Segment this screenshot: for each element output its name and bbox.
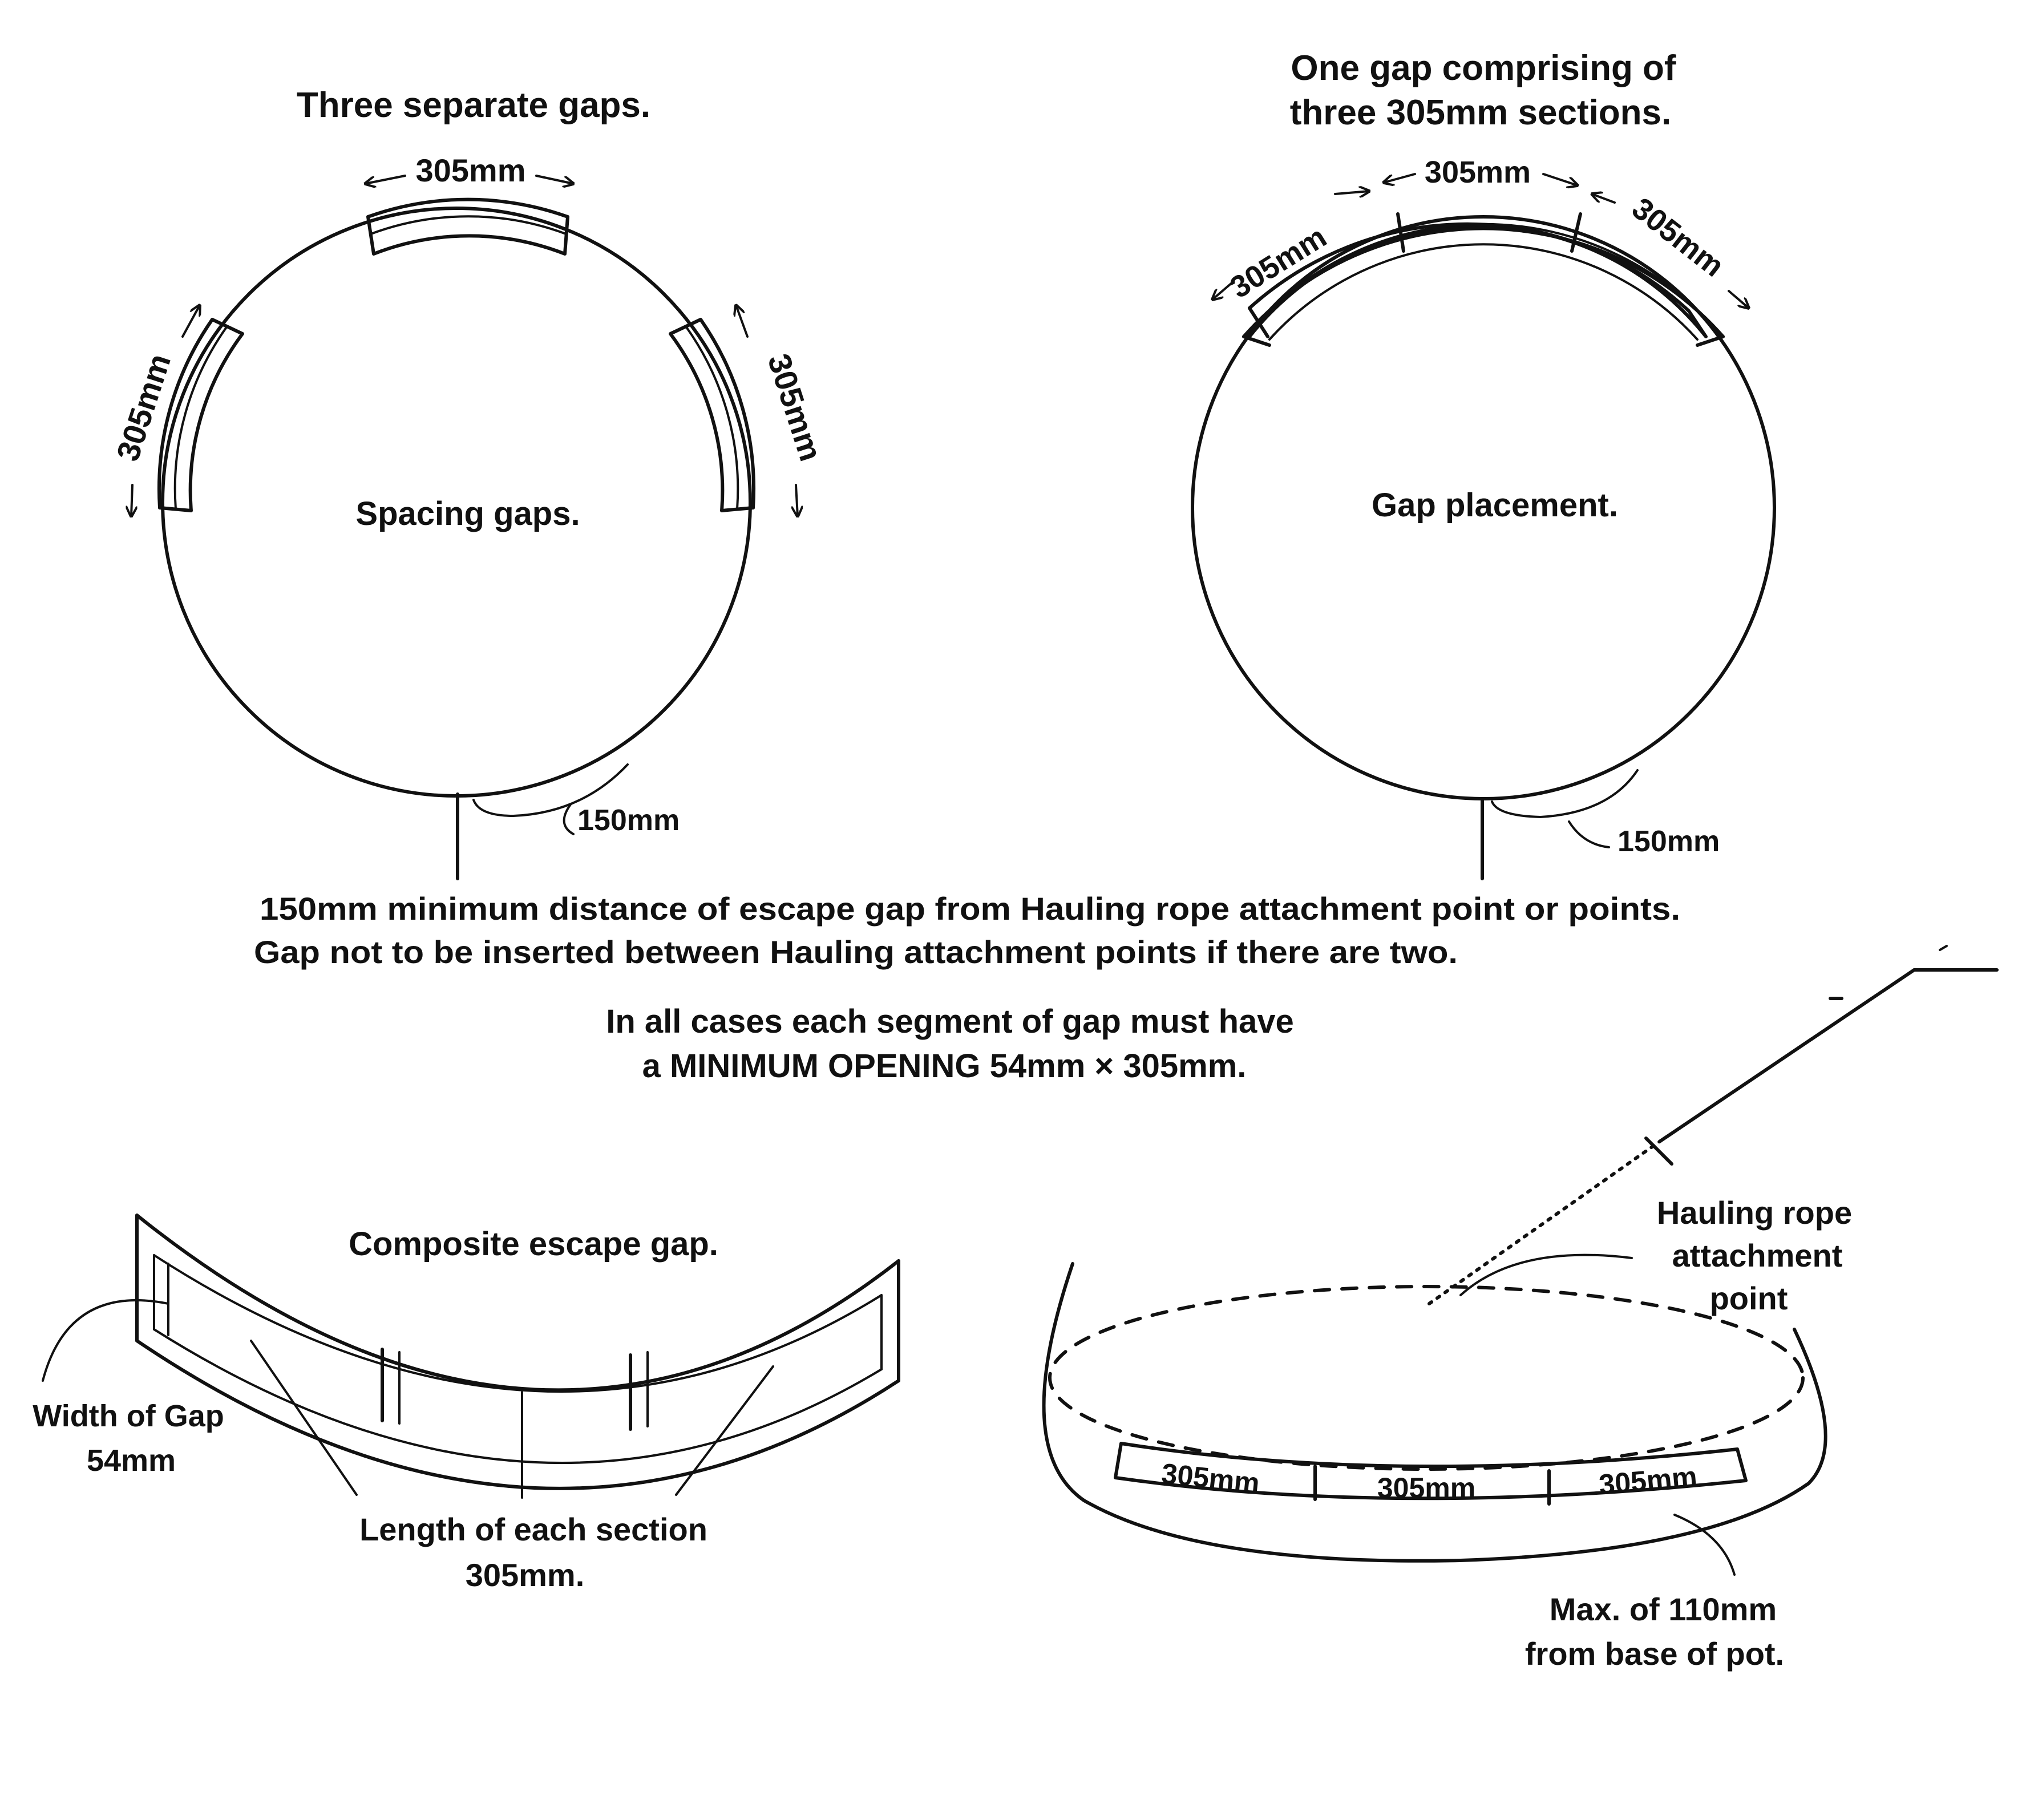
right-distance-label: 150mm (1617, 825, 1720, 858)
left-gap-top (366, 197, 569, 256)
notes: 150mm minimum distance of escape gap fro… (254, 891, 1680, 1085)
composite-width-leader (42, 1299, 169, 1382)
right-gap-divider-2 (1570, 212, 1582, 253)
composite-length-label-line1: Length of each section (359, 1511, 707, 1547)
pot-hauling-label-line1: Hauling rope (1657, 1195, 1852, 1231)
pot-hauling-label-line3: point (1710, 1280, 1788, 1316)
right-gap-end-left (1242, 335, 1271, 347)
pot-hauling-leader (1459, 1253, 1633, 1296)
left-gap-right-label: 305mm (761, 349, 830, 465)
note-line-2: Gap not to be inserted between Hauling a… (254, 934, 1458, 970)
left-gap-right-inner (685, 325, 739, 510)
composite-outer-top (135, 1214, 900, 1392)
right-section-right-arrow-a (1592, 194, 1616, 204)
left-gap-left-arrow-up (181, 305, 200, 338)
pot-hauling-rope-solid (1659, 968, 1916, 1143)
right-center-label: Gap placement. (1372, 487, 1618, 524)
left-circle-diagram: Three separate gaps. 305mm 305mm 305mm S… (110, 86, 830, 880)
right-section-left-arrow-b (1334, 191, 1369, 194)
pot-gap-outline (1114, 1442, 1748, 1501)
left-gap-left-arrow-down (131, 484, 132, 516)
left-center-label: Spacing gaps. (355, 495, 580, 532)
left-distance-label: 150mm (577, 804, 680, 837)
composite-gap-diagram: Composite escape gap. Width of Gap 54mm … (33, 1214, 900, 1593)
note-line-4: a MINIMUM OPENING 54mm × 305mm. (642, 1047, 1247, 1085)
pot-top-opening (1048, 1285, 1805, 1471)
composite-inner-bottom (153, 1328, 883, 1464)
pot-body-outline (1042, 1262, 1827, 1563)
left-title: Three separate gaps. (297, 86, 650, 125)
pot-base-label-line1: Max. of 110mm (1550, 1591, 1777, 1627)
composite-length-label-line2: 305mm. (466, 1557, 585, 1593)
left-gap-right (669, 318, 756, 512)
right-section-middle-arrow-a (1384, 173, 1416, 183)
left-gap-right-arrow-down (796, 484, 798, 516)
right-gap-divider-1 (1396, 212, 1405, 253)
pot-base-label-line2: from base of pot. (1525, 1636, 1784, 1672)
right-title-line1: One gap comprising of (1291, 48, 1676, 88)
left-distance-bracket (472, 763, 629, 817)
composite-outer-bottom (135, 1339, 900, 1490)
right-title-line2: three 305mm sections. (1290, 93, 1672, 132)
right-section-left-arrow-a (1212, 281, 1234, 300)
right-distance-bracket (1491, 769, 1639, 818)
left-gap-top-arrow-right (535, 175, 573, 184)
pot-rope-mark-2 (1939, 945, 1948, 951)
left-gap-left (157, 318, 244, 512)
left-gap-right-arrow-up (736, 305, 749, 338)
left-distance-leader (563, 803, 575, 835)
note-line-1: 150mm minimum distance of escape gap fro… (260, 891, 1680, 927)
right-gap-mid-arc (1254, 223, 1713, 326)
pot-base-leader (1673, 1514, 1736, 1576)
pot-rope-tick (1644, 1137, 1673, 1166)
pot-hauling-label-line2: attachment (1672, 1237, 1843, 1273)
composite-width-label-line2: 54mm (87, 1443, 176, 1478)
composite-inner-top (153, 1254, 883, 1393)
right-gap-outer-arc (1242, 227, 1725, 338)
right-distance-leader (1568, 820, 1610, 848)
composite-length-leader-3 (675, 1365, 774, 1496)
left-gap-top-inner (370, 215, 567, 235)
composite-title: Composite escape gap. (349, 1226, 718, 1263)
right-section-middle-arrow-b (1542, 173, 1578, 185)
pot-section-label-middle: 305mm (1377, 1472, 1475, 1504)
pot-hauling-rope-dotted (1428, 1139, 1662, 1305)
right-gap-end-right (1696, 335, 1725, 347)
left-gap-top-arrow-left (365, 175, 406, 184)
left-gap-top-label: 305mm (415, 152, 525, 188)
right-section-right-arrow-b (1728, 290, 1749, 308)
pot-section-label-left: 305mm (1160, 1457, 1261, 1499)
composite-length-leader-1 (250, 1340, 358, 1496)
left-gap-left-inner (173, 325, 228, 510)
right-circle-diagram: One gap comprising of three 305mm sectio… (1191, 48, 1776, 880)
note-line-3: In all cases each segment of gap must ha… (606, 1003, 1294, 1040)
pot-section-label-right: 305mm (1598, 1461, 1699, 1501)
composite-width-label-line1: Width of Gap (33, 1399, 224, 1433)
right-section-label-middle: 305mm (1425, 155, 1531, 189)
right-gap-inner-arc (1268, 243, 1699, 341)
